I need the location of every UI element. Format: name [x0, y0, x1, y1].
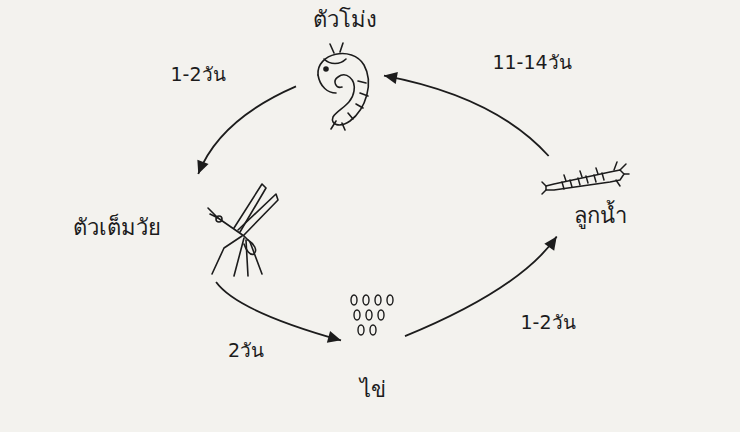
duration-label: 2วัน [225, 338, 267, 363]
larva-drawing [540, 160, 630, 196]
stage-arrow [197, 86, 296, 174]
duration-label: 11-14วัน [489, 50, 574, 75]
pupa-stage: ตัวโม่ง [300, 4, 380, 131]
arrow-curve [216, 282, 341, 340]
duration-label: 1-2วัน [167, 62, 228, 87]
arrow-curve [198, 86, 296, 174]
arrowhead [544, 237, 556, 251]
duration-label: 1-2วัน [517, 310, 578, 335]
stage-arrow [216, 282, 341, 343]
eggs-drawing [345, 292, 401, 338]
arrow-curve [384, 76, 549, 156]
stage-label: ลูกน้ำ [571, 200, 630, 233]
arrowhead [327, 331, 341, 343]
stage-label: ตัวโม่ง [310, 4, 380, 37]
arrowhead [197, 160, 208, 174]
adult-mosquito-drawing [204, 178, 284, 278]
pupa-drawing [300, 41, 380, 131]
adult-stage: ตัวเต็มวัย [70, 178, 284, 278]
larva-stage: ลูกน้ำ [540, 160, 630, 233]
arrowhead [384, 72, 398, 84]
egg-stage: ไข่ [345, 292, 401, 407]
stage-arrow [384, 72, 549, 156]
stage-label: ตัวเต็มวัย [70, 212, 164, 245]
stage-label: ไข่ [357, 374, 389, 407]
